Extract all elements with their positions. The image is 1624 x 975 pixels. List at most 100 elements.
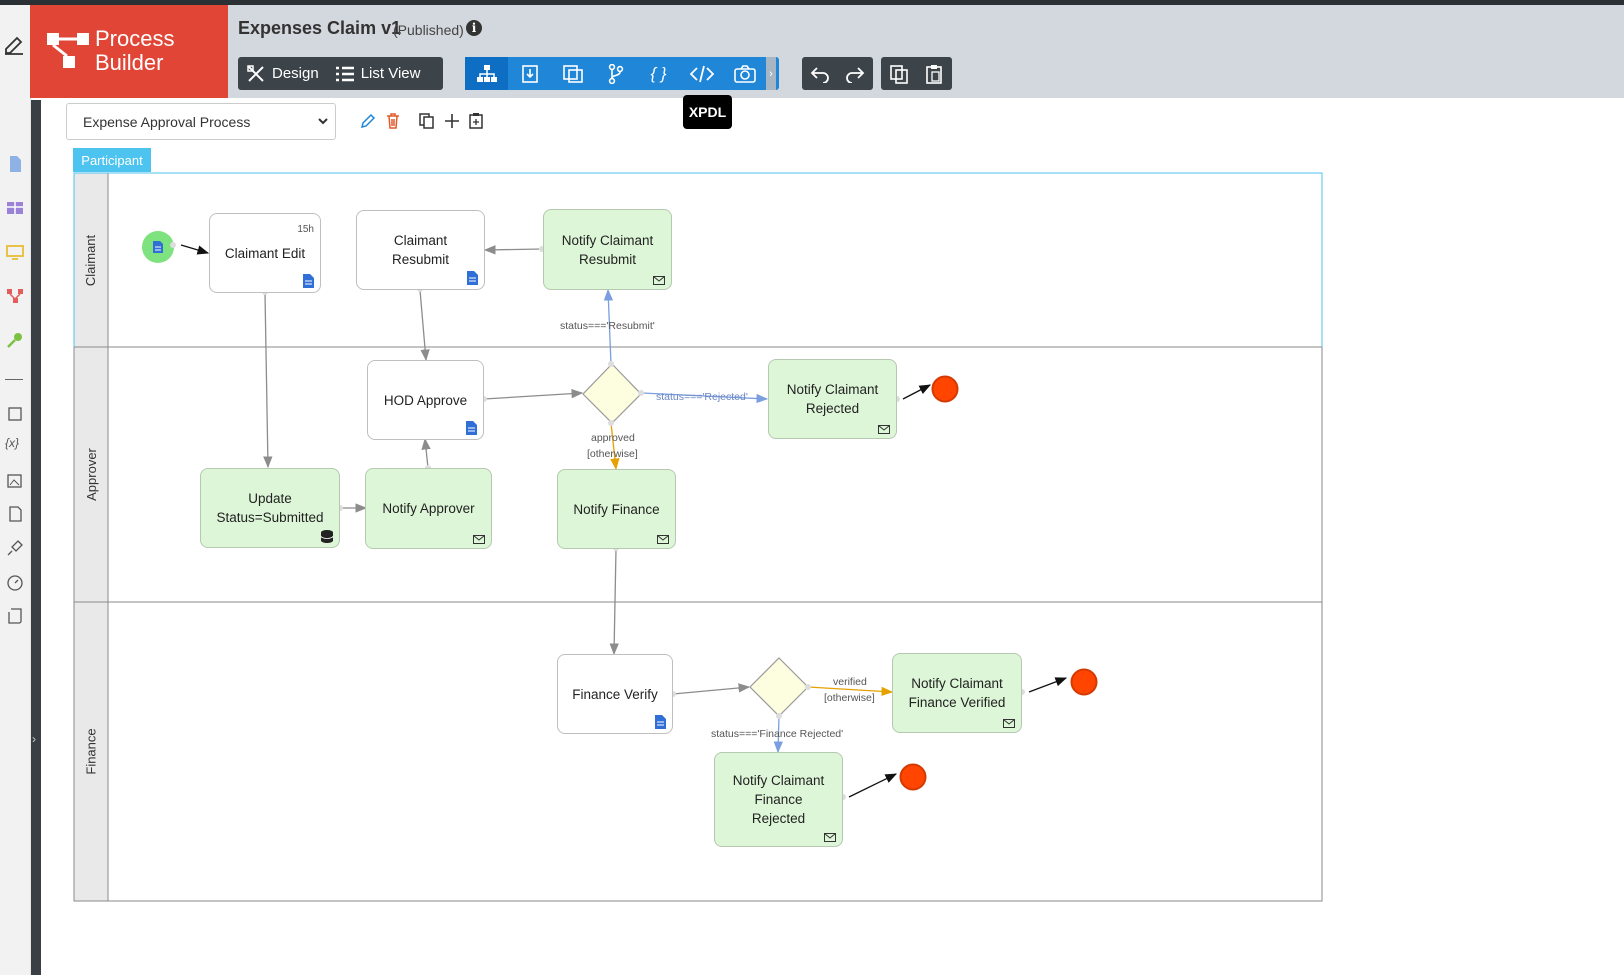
transition-claimant-resubmit-hod-approve[interactable]: [419, 289, 430, 362]
mapping-button[interactable]: [551, 57, 594, 90]
image-icon[interactable]: [6, 472, 24, 490]
start-form-icon: [153, 241, 163, 253]
properties-button[interactable]: [508, 57, 551, 90]
verification-gateway[interactable]: [749, 657, 809, 717]
tool-notify-claimant-rejected[interactable]: Notify Claimant Rejected: [768, 359, 897, 439]
edit-icon[interactable]: [2, 33, 26, 57]
transition-resubmit-claimant-resubmit[interactable]: [483, 245, 543, 255]
undo-button[interactable]: [802, 57, 837, 90]
activity-label: Notify Claimant Finance Verified: [908, 676, 1006, 710]
copy-process-icon[interactable]: [418, 112, 436, 130]
transition-gateway2-verified[interactable]: [807, 686, 894, 697]
end-event-finance-rejected[interactable]: [899, 763, 927, 791]
plugin-icon[interactable]: [6, 539, 24, 557]
email-icon: [878, 425, 890, 434]
paste-button[interactable]: [916, 57, 951, 90]
userview-icon[interactable]: [6, 243, 24, 261]
activity-finance-verify[interactable]: Finance Verify: [557, 654, 673, 734]
edge-label-otherwise-2: [otherwise]: [824, 692, 875, 704]
list-view-button[interactable]: List View: [327, 57, 429, 90]
xpdl-button[interactable]: [680, 57, 723, 90]
email-icon: [473, 535, 485, 544]
form-icon: [466, 421, 477, 435]
transition-gateway-resubmit[interactable]: [603, 288, 614, 365]
report-icon[interactable]: [6, 505, 24, 523]
braces-icon: { }: [650, 63, 667, 83]
email-icon: [1003, 719, 1015, 728]
toolbar-more-button[interactable]: ›: [766, 57, 776, 90]
properties-icon: [521, 64, 538, 83]
datalist-icon[interactable]: [6, 199, 24, 217]
chevron-down-icon: [318, 118, 328, 125]
lane-label-finance[interactable]: Finance: [83, 728, 99, 775]
tool-notify-approver[interactable]: Notify Approver: [365, 468, 492, 549]
transition-gateway2-finance-rejected[interactable]: [773, 715, 783, 754]
lane-label-approver[interactable]: Approver: [83, 448, 99, 501]
tool-update-status[interactable]: Update Status=Submitted: [200, 468, 340, 548]
code-icon: [689, 65, 714, 82]
form-icon[interactable]: [6, 155, 24, 173]
transition-hod-approve-gateway[interactable]: [483, 388, 584, 400]
designer-tools-group: { } ›: [465, 57, 779, 90]
transition-finance-rejected-end[interactable]: [848, 773, 898, 798]
undo-icon: [810, 66, 829, 83]
lane-label-claimant[interactable]: Claimant: [83, 234, 99, 286]
tool-notify-claimant-finance-rejected[interactable]: Notify Claimant Finance Rejected: [714, 752, 843, 847]
participant-tab[interactable]: Participant: [73, 148, 151, 172]
paste-icon: [925, 64, 942, 84]
tool-notify-finance[interactable]: Notify Finance: [557, 469, 676, 549]
activity-label: Claimant Edit: [224, 245, 306, 261]
edit-process-icon[interactable]: [359, 112, 377, 130]
logo-text-line1: Process: [95, 26, 175, 51]
deadline-badge: 15h: [297, 224, 314, 235]
json-button[interactable]: { }: [637, 57, 680, 90]
copy-button[interactable]: [881, 57, 916, 90]
end-event-rejected[interactable]: [931, 375, 959, 403]
app-title: Expenses Claim v1: [238, 18, 402, 38]
process-diagram-button[interactable]: [465, 57, 508, 90]
activity-label: Notify Claimant Resubmit: [561, 232, 654, 267]
variable-icon[interactable]: {x}: [5, 436, 20, 450]
activity-label: Notify Finance: [573, 501, 660, 517]
sidebar-divider: [5, 379, 23, 380]
transition-notify-approver-hod-approve[interactable]: [421, 437, 431, 469]
redo-button[interactable]: [837, 57, 872, 90]
dashboard-icon[interactable]: [6, 573, 24, 591]
copy-icon: [889, 64, 908, 84]
transition-gateway-notify-finance[interactable]: [610, 422, 620, 471]
activity-claimant-edit[interactable]: 15h Claimant Edit: [209, 213, 321, 293]
tool-notify-claimant-finance-verified[interactable]: Notify Claimant Finance Verified: [892, 653, 1022, 733]
activity-hod-approve[interactable]: HOD Approve: [367, 360, 484, 440]
transition-start-claimant-edit[interactable]: [180, 244, 210, 255]
tool-notify-claimant-resubmit[interactable]: Notify Claimant Resubmit: [543, 209, 672, 290]
chevron-right-icon[interactable]: ›: [32, 732, 36, 746]
end-event-verified[interactable]: [1070, 668, 1098, 696]
activity-claimant-resubmit[interactable]: Claimant Resubmit: [356, 210, 485, 290]
script-icon[interactable]: [6, 607, 24, 625]
flow-button[interactable]: [594, 57, 637, 90]
transition-gateway-rejected[interactable]: [641, 392, 769, 404]
approval-gateway[interactable]: [582, 363, 642, 424]
delete-process-icon[interactable]: [384, 112, 402, 130]
form-icon: [303, 274, 314, 288]
process-select[interactable]: Expense Approval Process: [66, 103, 336, 140]
transition-finance-verify-gateway[interactable]: [672, 683, 751, 695]
key-icon[interactable]: [6, 331, 24, 349]
transition-rejected-end[interactable]: [902, 384, 932, 400]
add-process-icon[interactable]: [443, 112, 461, 130]
paste-process-icon[interactable]: [467, 112, 485, 130]
list-view-label: List View: [360, 65, 421, 82]
collapse-bar[interactable]: ›: [31, 100, 41, 975]
process-icon[interactable]: [6, 287, 24, 305]
activity-label: Notify Claimant Finance Rejected: [732, 773, 825, 826]
sitemap-icon: [476, 64, 497, 82]
info-icon[interactable]: i: [466, 20, 482, 36]
transition-notify-finance-finance-verify[interactable]: [609, 548, 619, 656]
note-icon[interactable]: [6, 405, 24, 423]
design-button[interactable]: Design: [238, 57, 327, 90]
screenshot-button[interactable]: [723, 57, 766, 90]
transition-verified-end[interactable]: [1028, 677, 1068, 693]
transition-claimant-edit-update-status[interactable]: [263, 292, 273, 469]
view-mode-group: Design List View: [238, 57, 443, 90]
